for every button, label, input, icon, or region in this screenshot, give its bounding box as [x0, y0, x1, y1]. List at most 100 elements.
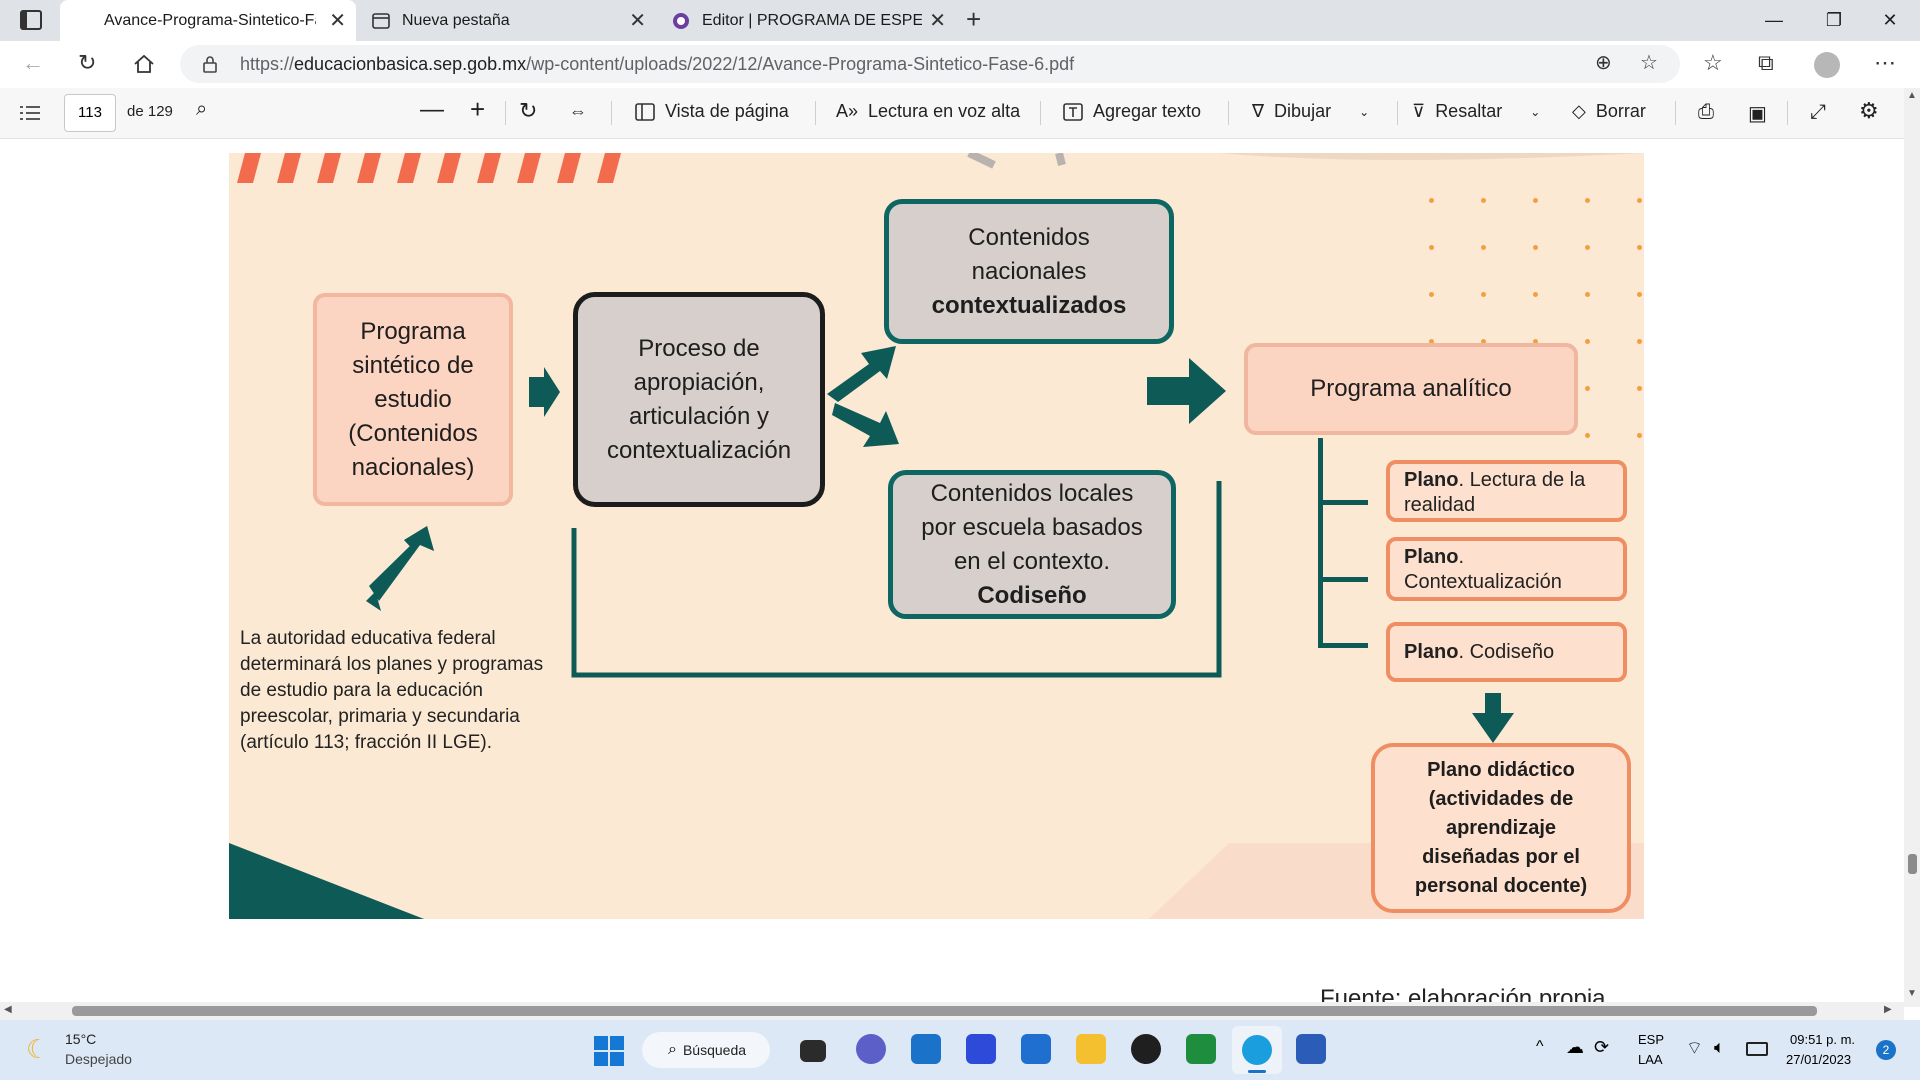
wifi-icon[interactable]: ⌔: [1686, 1038, 1703, 1058]
close-window-button[interactable]: ✕: [1882, 9, 1898, 30]
draw-button[interactable]: ∇ Dibujar ⌄: [1252, 101, 1369, 122]
avatar[interactable]: [1814, 52, 1840, 78]
collections-icon[interactable]: ⧉: [1758, 50, 1774, 75]
add-text-button[interactable]: Agregar texto: [1063, 101, 1201, 122]
zoom-out-icon[interactable]: —: [420, 96, 444, 123]
favorite-add-icon[interactable]: ☆: [1640, 52, 1658, 74]
eraser-icon: ◇: [1572, 101, 1586, 121]
highlight-button[interactable]: ⊽ Resaltar ⌄: [1412, 101, 1540, 122]
refresh-icon[interactable]: ↻: [78, 50, 97, 75]
sync-icon[interactable]: ⟳: [1594, 1037, 1610, 1057]
page-total: de 129: [127, 103, 173, 120]
horizontal-scrollbar[interactable]: ◀ ▶: [0, 1002, 1904, 1020]
clock-date[interactable]: 27/01/2023: [1786, 1052, 1852, 1067]
language-top[interactable]: ESP: [1638, 1032, 1665, 1047]
page-view-button[interactable]: Vista de página: [635, 101, 789, 122]
moon-icon: ☾: [26, 1034, 50, 1064]
volume-icon[interactable]: 🔈︎: [1714, 1037, 1725, 1057]
store-icon[interactable]: [1021, 1034, 1051, 1064]
weather-desc[interactable]: Despejado: [65, 1051, 132, 1067]
scroll-left-arrow[interactable]: ◀: [4, 1004, 12, 1015]
scroll-down-arrow[interactable]: ▼: [1907, 988, 1917, 999]
bracket-vertical: [1318, 438, 1323, 648]
zoom-icon[interactable]: ⊕: [1595, 52, 1612, 74]
divider: [815, 101, 816, 125]
contents-icon[interactable]: [20, 105, 40, 121]
scroll-thumb[interactable]: [72, 1006, 1817, 1016]
restore-button[interactable]: ❐: [1825, 9, 1843, 30]
search-icon[interactable]: ⌕: [196, 98, 208, 120]
tab-title: Avance-Programa-Sintetico-Fase-6.pdf: [104, 11, 316, 29]
edge-icon-active[interactable]: [1232, 1026, 1282, 1074]
zoom-in-icon[interactable]: +: [470, 94, 486, 124]
back-icon[interactable]: ←: [22, 50, 44, 75]
save-icon[interactable]: ▣: [1748, 103, 1767, 125]
battery-icon[interactable]: [1746, 1042, 1768, 1056]
notification-badge[interactable]: 2: [1876, 1040, 1896, 1060]
add-text-icon: [1063, 102, 1083, 121]
url-text[interactable]: https://educacionbasica.sep.gob.mx/wp-co…: [240, 54, 1075, 74]
tab-actions-icon[interactable]: [20, 10, 42, 30]
favorites-icon[interactable]: ☆: [1703, 50, 1723, 75]
tab-new[interactable]: Nueva pestaña ✕: [360, 0, 656, 41]
arrow-down-right-to-locales: [832, 403, 899, 447]
taskbar: ☾ 15°C Despejado ⌕ Búsqueda ^ ☁ ⟳ ESP LA…: [0, 1020, 1920, 1080]
expand-icon[interactable]: ⤢: [1810, 101, 1826, 123]
tab-editor[interactable]: Editor | PROGRAMA DE ESPECIALIDAD ✕: [660, 0, 956, 41]
close-icon[interactable]: ✕: [329, 10, 346, 32]
new-tab-button[interactable]: +: [966, 4, 982, 34]
page-number-input[interactable]: 113: [64, 94, 116, 132]
plano-didactico-box: Plano didáctico (actividades de aprendiz…: [1371, 743, 1631, 913]
programa-sintetico-box: Programa sintético de estudio (Contenido…: [313, 293, 513, 506]
bracket-arm: [1318, 577, 1368, 582]
clock-time[interactable]: 09:51 p. m.: [1790, 1032, 1856, 1047]
whatsapp-icon[interactable]: [1131, 1034, 1161, 1064]
chevron-up-icon[interactable]: ^: [1536, 1038, 1544, 1055]
teams-icon[interactable]: [856, 1034, 886, 1064]
chevron-down-icon[interactable]: ⌄: [1530, 104, 1541, 119]
tab-page-icon: [372, 12, 390, 29]
divider: [505, 101, 506, 125]
tab-pdf[interactable]: Avance-Programa-Sintetico-Fase-6.pdf ✕: [60, 0, 356, 41]
windows-start-icon[interactable]: [594, 1036, 624, 1066]
chevron-down-icon[interactable]: ⌄: [1359, 104, 1370, 119]
rotate-icon[interactable]: ↻: [519, 98, 538, 123]
proceso-box: Proceso de apropiación, articulación y c…: [573, 292, 825, 507]
close-icon[interactable]: ✕: [929, 10, 946, 32]
arrows-layer: [366, 346, 1514, 743]
scroll-up-arrow[interactable]: ▲: [1907, 90, 1917, 101]
contenidos-nacionales-box: Contenidos nacionales contextualizados: [884, 199, 1174, 344]
divider: [1787, 101, 1788, 125]
vertical-scrollbar[interactable]: ▲ ▼: [1904, 88, 1920, 1007]
programa-analitico-box: Programa analítico: [1244, 343, 1578, 435]
divider: [611, 101, 612, 125]
address-bar[interactable]: https://educacionbasica.sep.gob.mx/wp-co…: [180, 45, 1680, 83]
arrow-down: [1472, 693, 1514, 743]
erase-button[interactable]: ◇ Borrar: [1572, 101, 1646, 122]
language-bottom[interactable]: LAA: [1638, 1052, 1663, 1067]
search-box[interactable]: ⌕ Búsqueda: [642, 1032, 770, 1068]
scroll-right-arrow[interactable]: ▶: [1884, 1004, 1892, 1015]
fit-page-icon[interactable]: ⇔: [569, 101, 587, 121]
settings-icon[interactable]: ⚙: [1859, 98, 1879, 123]
scroll-thumb[interactable]: [1908, 854, 1917, 874]
mail-icon[interactable]: [911, 1034, 941, 1064]
onedrive-icon[interactable]: ☁: [1566, 1037, 1584, 1057]
close-icon[interactable]: ✕: [629, 10, 646, 32]
page-view-icon: [635, 102, 655, 121]
file-explorer-icon[interactable]: [1076, 1034, 1106, 1064]
classroom-icon[interactable]: [1186, 1034, 1216, 1064]
address-row: ← ↻ https://educacionbasica.sep.gob.mx/w…: [0, 41, 1920, 88]
word-icon[interactable]: [1296, 1034, 1326, 1064]
divider: [1040, 101, 1041, 125]
more-icon[interactable]: ⋯: [1874, 50, 1896, 75]
task-view-icon[interactable]: [800, 1040, 826, 1062]
highlight-label: Resaltar: [1435, 101, 1503, 121]
app-icon[interactable]: [966, 1034, 996, 1064]
home-icon[interactable]: [133, 54, 155, 74]
read-aloud-button[interactable]: A» Lectura en voz alta: [836, 101, 1020, 122]
print-icon[interactable]: ⎙: [1698, 101, 1714, 123]
minimize-button[interactable]: —: [1765, 9, 1783, 30]
weather-temp[interactable]: 15°C: [65, 1031, 97, 1047]
search-label: Búsqueda: [682, 1042, 747, 1058]
